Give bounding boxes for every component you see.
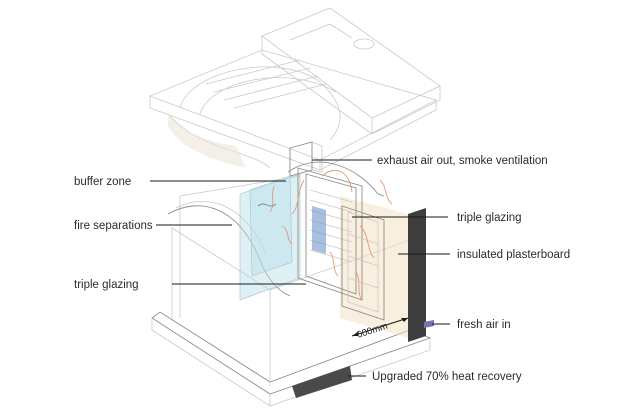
label-fire-separations: fire separations [74, 220, 153, 232]
label-triple-glazing-right: triple glazing [457, 212, 522, 224]
fresh-air-accent [424, 320, 434, 328]
label-buffer-zone: buffer zone [74, 176, 131, 188]
insulated-plasterboard-panel [340, 196, 408, 338]
leader-lines [150, 159, 450, 377]
label-triple-glazing-left: triple glazing [74, 279, 139, 291]
roof-structure [148, 7, 441, 171]
label-heat-recovery: Upgraded 70% heat recovery [372, 371, 522, 383]
label-fresh-air: fresh air in [457, 319, 511, 331]
buffer-glass-panel [249, 175, 293, 277]
label-exhaust: exhaust air out, smoke ventilation [377, 155, 548, 167]
window-unit [287, 141, 385, 321]
label-insulated-plasterboard: insulated plasterboard [457, 249, 570, 261]
dark-wall-panel [408, 208, 426, 342]
airflow-arrows [257, 170, 393, 301]
